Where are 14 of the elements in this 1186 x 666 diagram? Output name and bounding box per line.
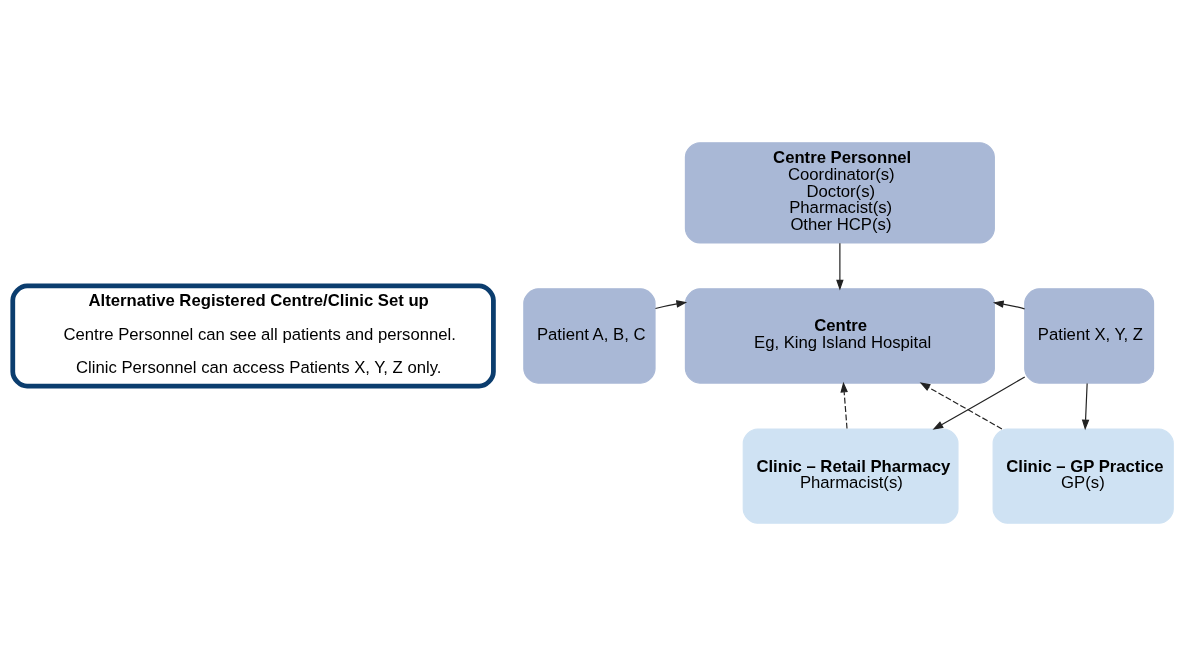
- arrow: [836, 242, 844, 291]
- node-box: Centre Personnel Coordinator(s) Doctor(s) Pharmacist(s) Other HCP(s): [684, 142, 995, 244]
- arrow: [654, 300, 688, 310]
- arrow: [919, 382, 1003, 430]
- arrow: [1081, 382, 1090, 431]
- node-box: Centre Eg, King Island Hospital: [684, 288, 995, 384]
- node-box: Clinic – Retail Pharmacy Pharmacist(s): [742, 428, 959, 524]
- arrow: [932, 376, 1026, 430]
- arrow: [840, 381, 848, 430]
- node-box: Alternative Registered Centre/Clinic Set up Centre Personnel can see all patients and personnel. Clinic Personnel can access Patients X, Y, Z only.: [10, 283, 496, 389]
- node-box: Patient A, B, C: [523, 288, 656, 384]
- arrow: [992, 300, 1026, 310]
- node-box: Clinic – GP Practice GP(s): [992, 428, 1174, 524]
- node-box: Patient X, Y, Z: [1024, 288, 1155, 384]
